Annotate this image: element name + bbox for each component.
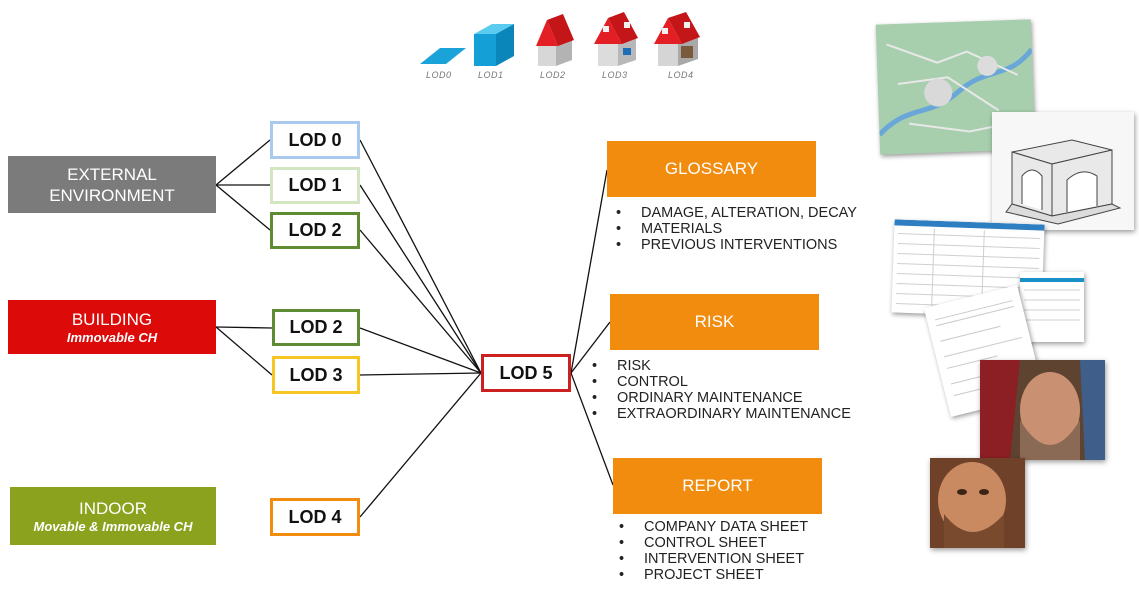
list-item: COMPANY DATA SHEET (619, 519, 808, 535)
list-item: MATERIALS (616, 221, 857, 237)
indoor-title: INDOOR (79, 498, 147, 518)
sculpture-photo-2 (930, 458, 1025, 548)
lod-0-box: LOD 0 (270, 121, 360, 159)
building-subtitle: Immovable CH (66, 329, 158, 345)
lod3-label: LOD3 (602, 70, 628, 80)
lod-5-center-box: LOD 5 (481, 354, 571, 392)
risk-list: RISK CONTROL ORDINARY MAINTENANCE EXTRAO… (585, 358, 851, 422)
list-item: PROJECT SHEET (619, 567, 808, 583)
lod1-label: LOD1 (478, 70, 504, 80)
lod4-house-interior-icon (654, 12, 700, 66)
document-sheet-image-2 (1020, 272, 1084, 342)
building-title: BUILDING (71, 309, 153, 329)
list-item: DAMAGE, ALTERATION, DECAY (616, 205, 857, 221)
list-item: EXTRAORDINARY MAINTENANCE (592, 406, 851, 422)
list-item: INTERVENTION SHEET (619, 551, 808, 567)
lod-3-box: LOD 3 (272, 356, 360, 394)
arch-3d-model-image (992, 112, 1134, 230)
lod0-label: LOD0 (426, 70, 452, 80)
list-item: CONTROL (592, 374, 851, 390)
risk-header: RISK (610, 294, 819, 350)
glossary-list: DAMAGE, ALTERATION, DECAY MATERIALS PREV… (609, 205, 857, 253)
list-item: RISK (592, 358, 851, 374)
indoor-box: INDOOR Movable & Immovable CH (10, 487, 216, 545)
list-item: PREVIOUS INTERVENTIONS (616, 237, 857, 253)
lod2-label: LOD2 (540, 70, 566, 80)
report-header: REPORT (613, 458, 822, 514)
lod-1-box: LOD 1 (270, 167, 360, 204)
report-list: COMPANY DATA SHEET CONTROL SHEET INTERVE… (612, 519, 808, 583)
indoor-subtitle: Movable & Immovable CH (33, 518, 193, 534)
list-item: CONTROL SHEET (619, 535, 808, 551)
list-item: ORDINARY MAINTENANCE (592, 390, 851, 406)
lod-2-building-box: LOD 2 (272, 309, 360, 346)
lod-4-box: LOD 4 (270, 498, 360, 536)
lod1-block-icon (474, 24, 514, 66)
external-environment-title: EXTERNAL ENVIRONMENT (49, 164, 175, 205)
building-box: BUILDING Immovable CH (8, 300, 216, 354)
lod0-flat-plane-icon (420, 48, 466, 64)
lod-2-external-box: LOD 2 (270, 212, 360, 249)
sculpture-photo-1 (980, 360, 1105, 460)
lod4-label: LOD4 (668, 70, 694, 80)
lod3-house-with-openings-icon (594, 12, 638, 66)
lod2-roof-house-icon (536, 14, 574, 66)
glossary-header: GLOSSARY (607, 141, 816, 197)
lod-model-strip: LOD0 LOD1 LOD2 LOD3 LOD4 (418, 12, 708, 84)
external-environment-box: EXTERNAL ENVIRONMENT (8, 156, 216, 213)
